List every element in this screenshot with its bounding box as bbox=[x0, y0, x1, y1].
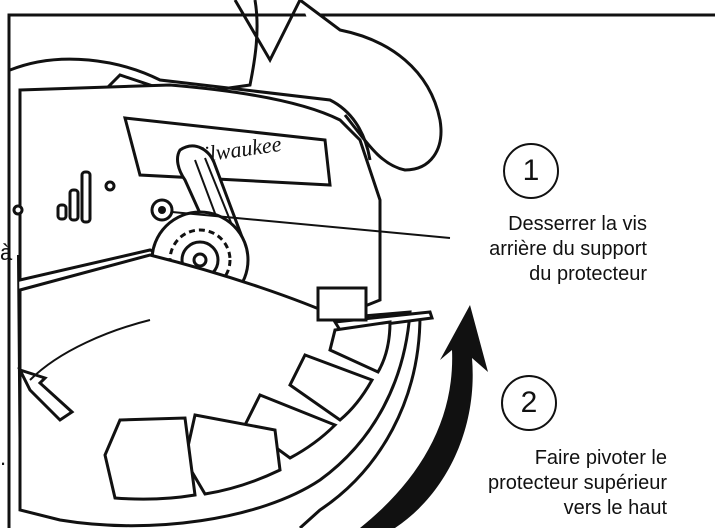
rear-screw bbox=[150, 198, 174, 222]
step-1-text: Desserrer la vis arrière du support du p… bbox=[489, 212, 647, 287]
saw-arm bbox=[9, 57, 372, 161]
step-1-line-2: arrière du support bbox=[489, 238, 647, 260]
pivot-arrow-icon bbox=[360, 305, 488, 528]
step-1-line-1: Desserrer la vis bbox=[508, 213, 647, 235]
step-1-number: 1 bbox=[522, 154, 540, 187]
step-2-line-2: protecteur supérieur bbox=[488, 472, 667, 494]
step-2-number: 2 bbox=[520, 386, 538, 419]
frame-border bbox=[7, 13, 715, 528]
left-edge-dot: . bbox=[0, 445, 7, 470]
step-2-line-1: Faire pivoter le bbox=[534, 447, 667, 469]
step-2-line-3: vers le haut bbox=[563, 497, 667, 519]
saw-handle-grip bbox=[299, 0, 443, 172]
guard-ring bbox=[298, 314, 422, 528]
step-2-text: Faire pivoter le protecteur supérieur ve… bbox=[488, 446, 667, 521]
vent-slots bbox=[12, 170, 116, 224]
guard-tab bbox=[316, 286, 368, 322]
left-edge-char: à bbox=[0, 240, 13, 265]
rotation-direction-arrow bbox=[17, 367, 75, 422]
step-1-line-3: du protecteur bbox=[529, 263, 647, 285]
leader-line-step-1 bbox=[171, 211, 451, 239]
left-panel-lines bbox=[17, 254, 151, 501]
step-1-circle: 1 bbox=[503, 143, 559, 199]
guard-ribs bbox=[103, 320, 392, 501]
step-2-circle: 2 bbox=[501, 375, 557, 431]
